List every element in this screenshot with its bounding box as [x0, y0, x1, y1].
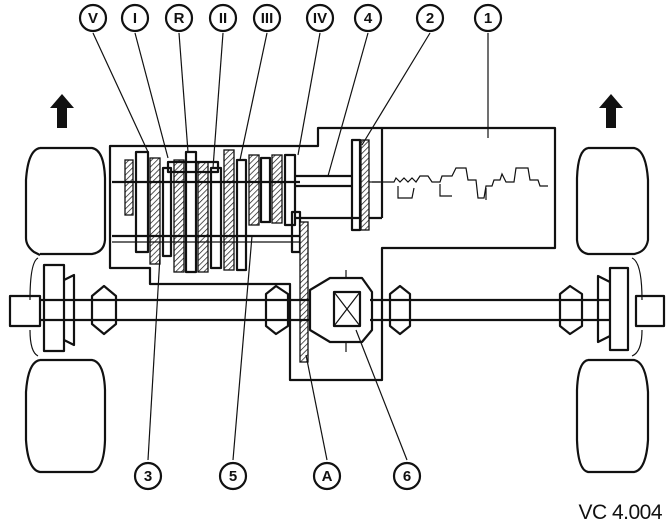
callout-6: 6 [392, 461, 422, 491]
leader-lines [92, 32, 489, 461]
callout-v-label: V [88, 10, 98, 27]
callout-2: 2 [415, 3, 445, 33]
callout-4-label: 4 [364, 10, 373, 27]
callout-iv: IV [305, 3, 335, 33]
callout-r-label: R [174, 10, 185, 27]
callout-5: 5 [218, 461, 248, 491]
engine-outline [372, 167, 548, 200]
callout-v: V [78, 3, 108, 33]
gear-stack [112, 149, 309, 363]
callout-iii-label: III [261, 10, 274, 27]
input-shaft [296, 138, 380, 232]
callout-3: 3 [133, 461, 163, 491]
figure-code: VC 4.004 [578, 501, 662, 524]
callout-iii: III [252, 3, 282, 33]
callout-1: 1 [473, 3, 503, 33]
callout-5-label: 5 [229, 468, 237, 485]
callout-4: 4 [353, 3, 383, 33]
callout-ii: II [208, 3, 238, 33]
callout-i: I [120, 3, 150, 33]
callout-2-label: 2 [426, 10, 434, 27]
right-wheel [575, 146, 666, 474]
callout-iv-label: IV [313, 10, 327, 27]
left-wheel [8, 146, 107, 474]
forward-arrow-right [599, 94, 623, 128]
callout-1-label: 1 [484, 10, 492, 27]
callout-a-label: A [322, 468, 333, 485]
callout-3-label: 3 [144, 468, 152, 485]
drive-axle [40, 284, 610, 336]
callout-6-label: 6 [403, 468, 411, 485]
callout-ii-label: II [219, 10, 227, 27]
callout-i-label: I [133, 10, 137, 27]
callout-a: A [312, 461, 342, 491]
differential [308, 270, 374, 352]
callout-r: R [164, 3, 194, 33]
forward-arrow-left [50, 94, 74, 128]
